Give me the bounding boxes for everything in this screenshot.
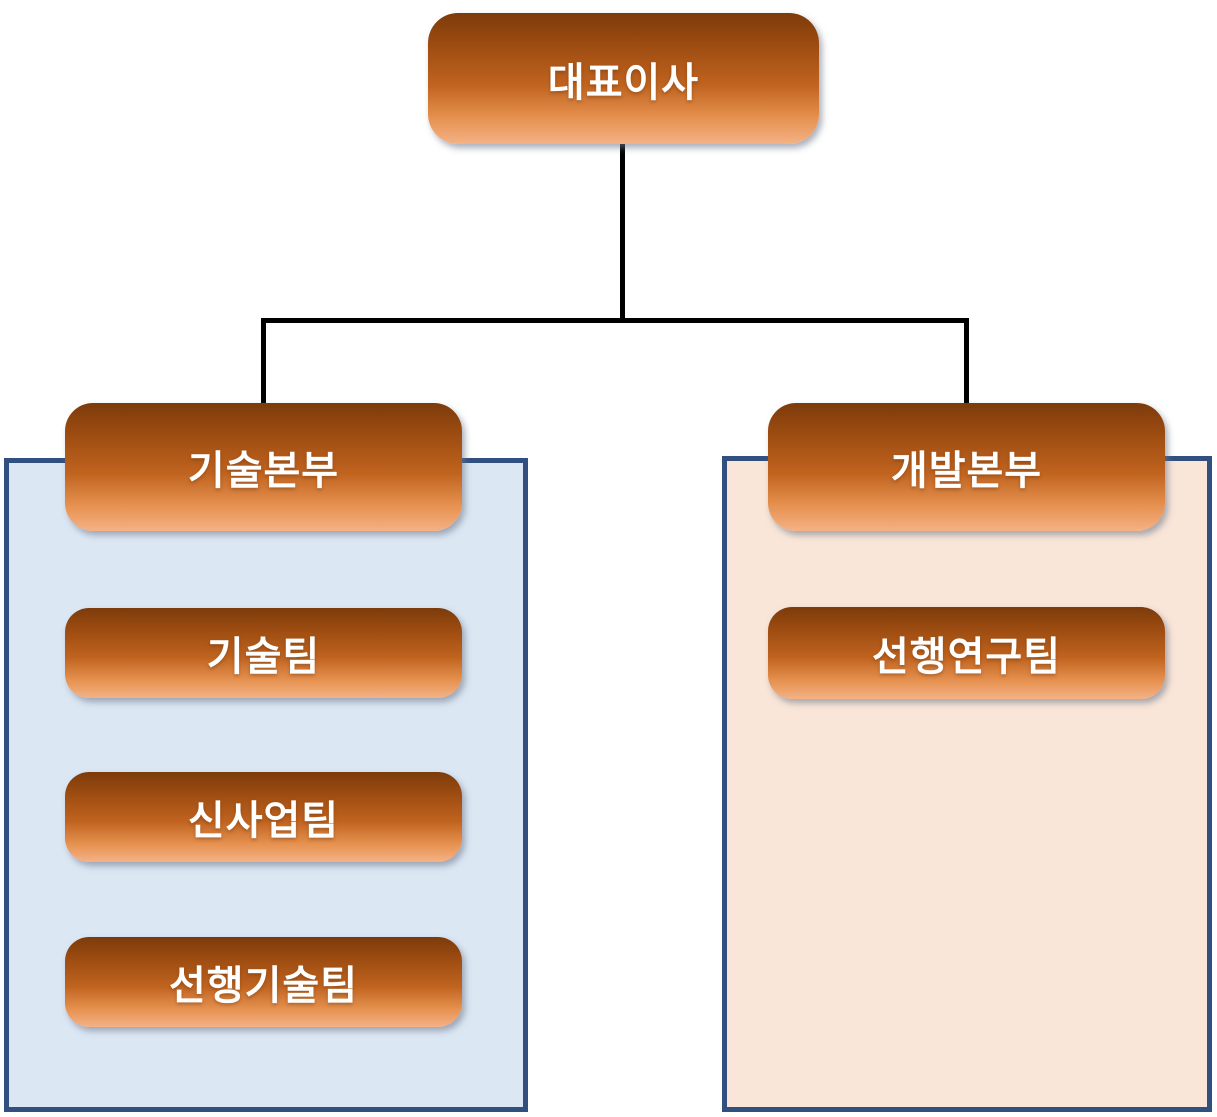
connector-tech-drop (261, 318, 266, 410)
node-team-new-business: 신사업팀 (65, 772, 462, 862)
node-team-new-business-label: 신사업팀 (187, 799, 340, 843)
node-division-tech: 기술본부 (65, 403, 462, 531)
connector-ceo-drop (620, 144, 625, 323)
node-team-tech: 기술팀 (65, 608, 462, 698)
connector-dev-drop (964, 318, 969, 410)
node-division-dev-label: 개발본부 (890, 449, 1043, 493)
dev-division-group-frame (722, 456, 1212, 1112)
node-team-advanced-research-label: 선행연구팀 (872, 635, 1061, 679)
node-ceo: 대표이사 (428, 13, 819, 144)
node-team-advanced-tech: 선행기술팀 (65, 937, 462, 1027)
node-team-tech-label: 기술팀 (206, 635, 321, 679)
node-division-tech-label: 기술본부 (187, 449, 340, 493)
node-team-advanced-research: 선행연구팀 (768, 607, 1165, 699)
connector-horizontal (261, 318, 969, 323)
node-division-dev: 개발본부 (768, 403, 1165, 531)
node-team-advanced-tech-label: 선행기술팀 (169, 964, 358, 1008)
node-ceo-label: 대표이사 (547, 60, 700, 105)
